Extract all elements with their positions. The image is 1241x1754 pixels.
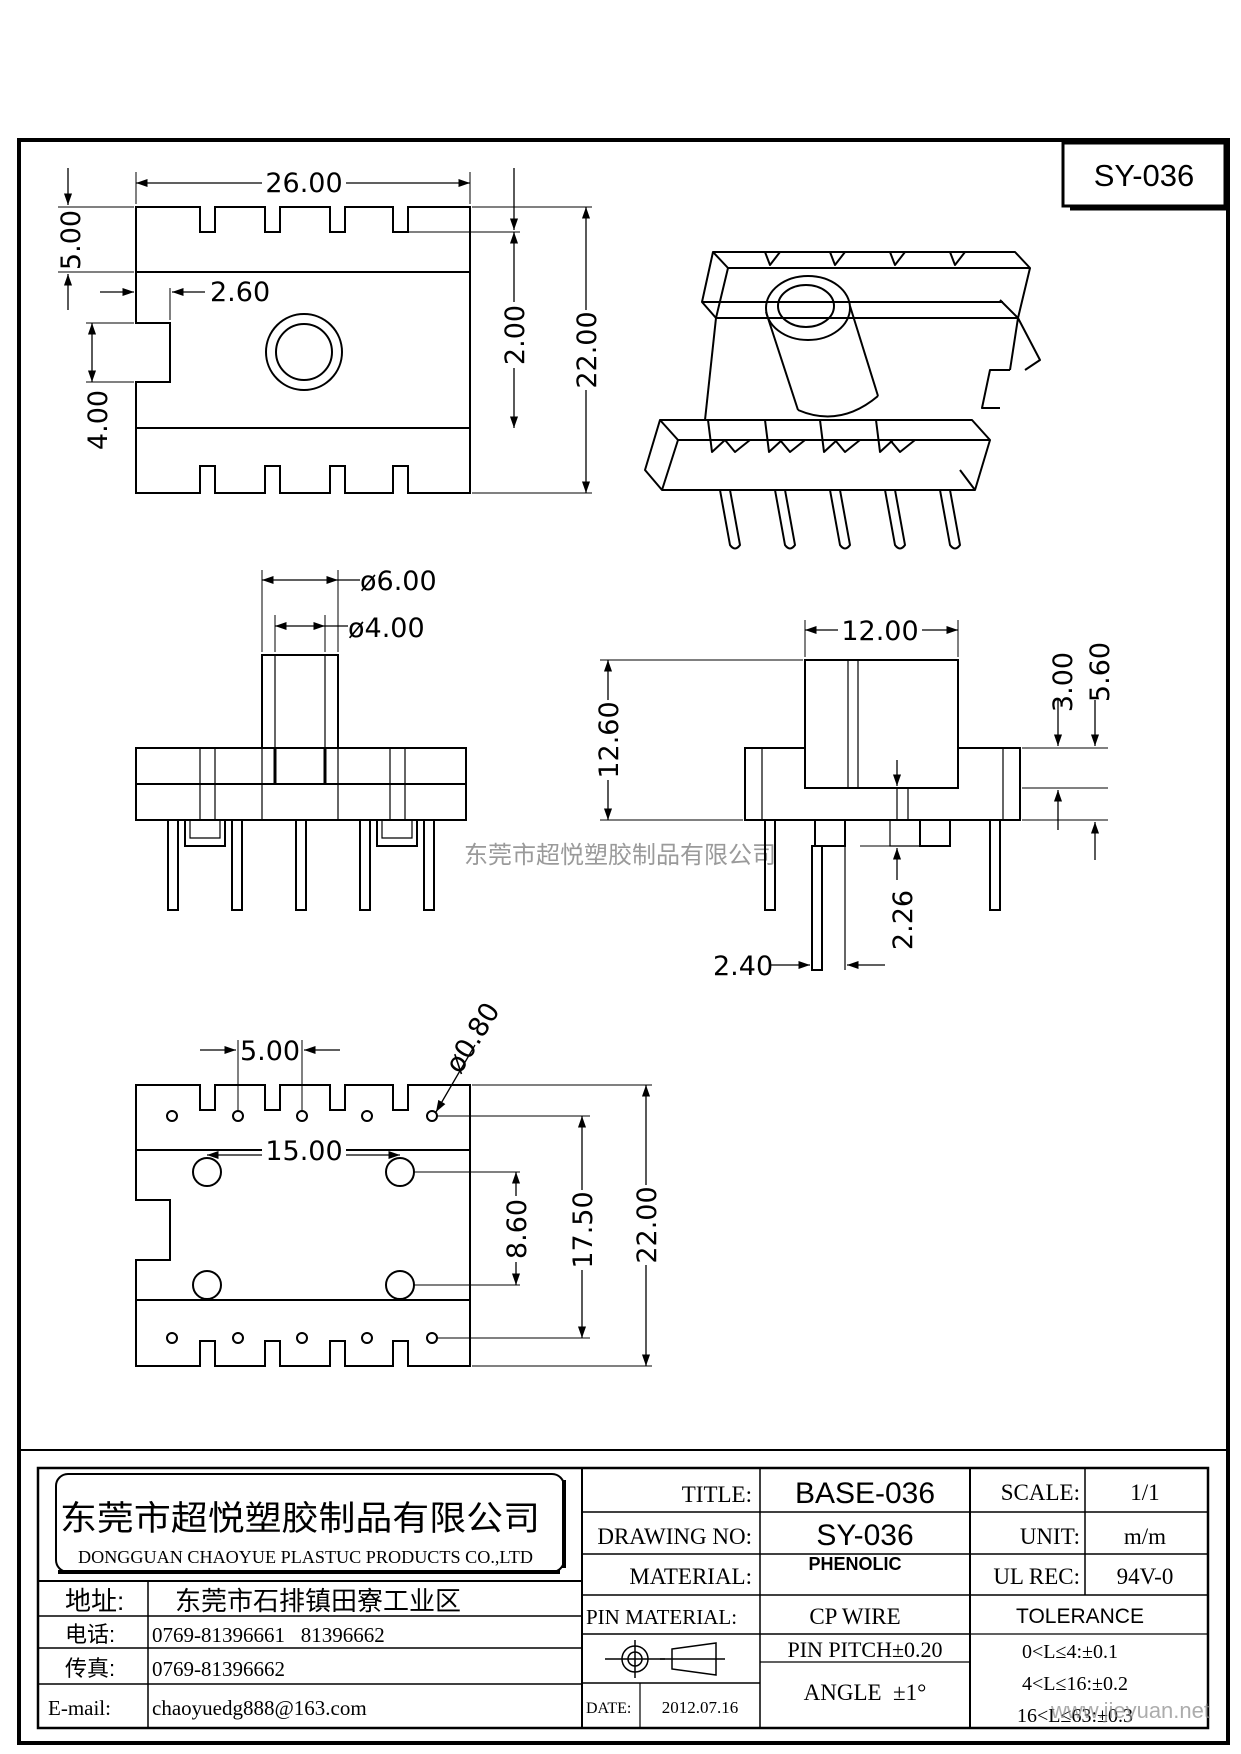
- tolerance-label: TOLERANCE: [1016, 1605, 1144, 1628]
- side-view-labels: 12.00 12.60 3.00 5.60 2.26 2.40: [591, 612, 1116, 982]
- dim-bottom-height: 22.00: [632, 1186, 663, 1263]
- company-name-cn: 东莞市超悦塑胶制品有限公司: [60, 1500, 540, 1538]
- dim-pin-length: 2.26: [888, 890, 919, 950]
- drawing-no-label: DRAWING NO:: [597, 1524, 752, 1549]
- title-value: BASE-036: [795, 1477, 935, 1510]
- unit-value: m/m: [1124, 1524, 1166, 1549]
- drawing-no-value: SY-036: [816, 1519, 913, 1552]
- dim-hole-vertical: 8.60: [502, 1199, 533, 1259]
- top-view-outline: [135, 206, 471, 494]
- dim-top-offset: 5.00: [56, 210, 87, 270]
- phone-value: 0769-81396661 81396662: [152, 1623, 385, 1647]
- scale-label: SCALE:: [1001, 1480, 1080, 1505]
- top-view-boss-outer: [265, 313, 343, 391]
- top-view-dims: [63, 168, 591, 493]
- dim-top-height: 22.00: [572, 311, 603, 388]
- title-block-text: 东莞市超悦塑胶制品有限公司 DONGGUAN CHAOYUE PLASTUC P…: [48, 1477, 1173, 1727]
- title-block: [19, 1449, 1228, 1730]
- company-name-en: DONGGUAN CHAOYUE PLASTUC PRODUCTS CO.,LT…: [78, 1547, 533, 1567]
- date-value: 2012.07.16: [662, 1698, 739, 1717]
- material-value: PHENOLIC: [808, 1554, 901, 1574]
- dim-inner-dia: ø4.00: [348, 613, 425, 644]
- fax-label: 传真:: [65, 1656, 115, 1681]
- angle: ANGLE ±1°: [804, 1680, 927, 1705]
- dim-side-height: 12.60: [594, 701, 625, 778]
- pin-material-label: PIN MATERIAL:: [586, 1605, 737, 1629]
- ul-label: UL REC:: [993, 1564, 1080, 1589]
- pin-pitch: PIN PITCH±0.20: [787, 1637, 942, 1662]
- fax-value: 0769-81396662: [152, 1657, 285, 1681]
- material-label: MATERIAL:: [629, 1564, 752, 1589]
- address-label: 地址:: [65, 1586, 124, 1616]
- tolerance-3: 16<L≤63:±0.3: [1017, 1705, 1133, 1727]
- unit-label: UNIT:: [1020, 1524, 1080, 1549]
- dim-side-a: 3.00: [1048, 652, 1079, 712]
- drawing-id-text: SY-036: [1094, 158, 1195, 193]
- bottom-view-outline: [135, 1084, 471, 1367]
- dim-pin-gap: 2.40: [713, 951, 773, 982]
- top-view-labels: 26.00 5.00 2.60 4.00 2.00 22.00: [56, 163, 603, 450]
- dim-inner: 2.00: [500, 305, 531, 365]
- phone-label: 电话:: [65, 1622, 115, 1647]
- dim-outer-dia: ø6.00: [360, 566, 437, 597]
- email-value: chaoyuedg888@163.com: [152, 1696, 367, 1720]
- title-label: TITLE:: [682, 1482, 752, 1507]
- dim-side-b: 5.60: [1085, 642, 1116, 702]
- pin-material-value: CP WIRE: [809, 1604, 900, 1629]
- dim-pitch: 5.00: [240, 1036, 300, 1067]
- watermark-center: 东莞市超悦塑胶制品有限公司: [464, 842, 776, 869]
- front-view: [135, 570, 467, 911]
- front-view-dims: [262, 575, 360, 631]
- dim-top-width: 26.00: [265, 168, 342, 199]
- scale-value: 1/1: [1130, 1480, 1159, 1505]
- bottom-view-labels: 5.00 ø0.80 15.00 8.60 17.50 22.00: [240, 997, 663, 1270]
- dim-side-width: 12.00: [841, 616, 918, 647]
- dim-hole-spacing: 15.00: [265, 1136, 342, 1167]
- side-view-dims: [603, 625, 1100, 970]
- bottom-view: [135, 1040, 652, 1367]
- email-label: E-mail:: [48, 1696, 111, 1720]
- iso-boss-top-inner: [777, 284, 835, 328]
- front-view-labels: ø6.00 ø4.00: [348, 566, 437, 644]
- side-view: [600, 620, 1108, 971]
- outer-frame: [17, 138, 1230, 1745]
- isometric-view: [644, 251, 1041, 550]
- tolerance-2: 4<L≤16:±0.2: [1022, 1673, 1128, 1695]
- date-label: DATE:: [586, 1700, 631, 1717]
- watermark-corner: www.jieyuan.net: [1050, 1698, 1210, 1723]
- tolerance-1: 0<L≤4:±0.1: [1022, 1641, 1118, 1663]
- top-view: [58, 172, 592, 494]
- third-angle-projection-icon: [605, 1640, 725, 1678]
- drawing-id-box: SY-036: [1061, 141, 1230, 211]
- dim-pin-dia: ø0.80: [440, 997, 507, 1078]
- dim-pin-vertical: 17.50: [568, 1191, 599, 1268]
- dim-tab-height: 4.00: [83, 390, 114, 450]
- address-value: 东莞市石排镇田寮工业区: [175, 1586, 461, 1616]
- ul-value: 94V-0: [1117, 1564, 1174, 1589]
- top-view-boss-inner: [275, 323, 333, 381]
- dim-side-tab: 2.60: [210, 277, 270, 308]
